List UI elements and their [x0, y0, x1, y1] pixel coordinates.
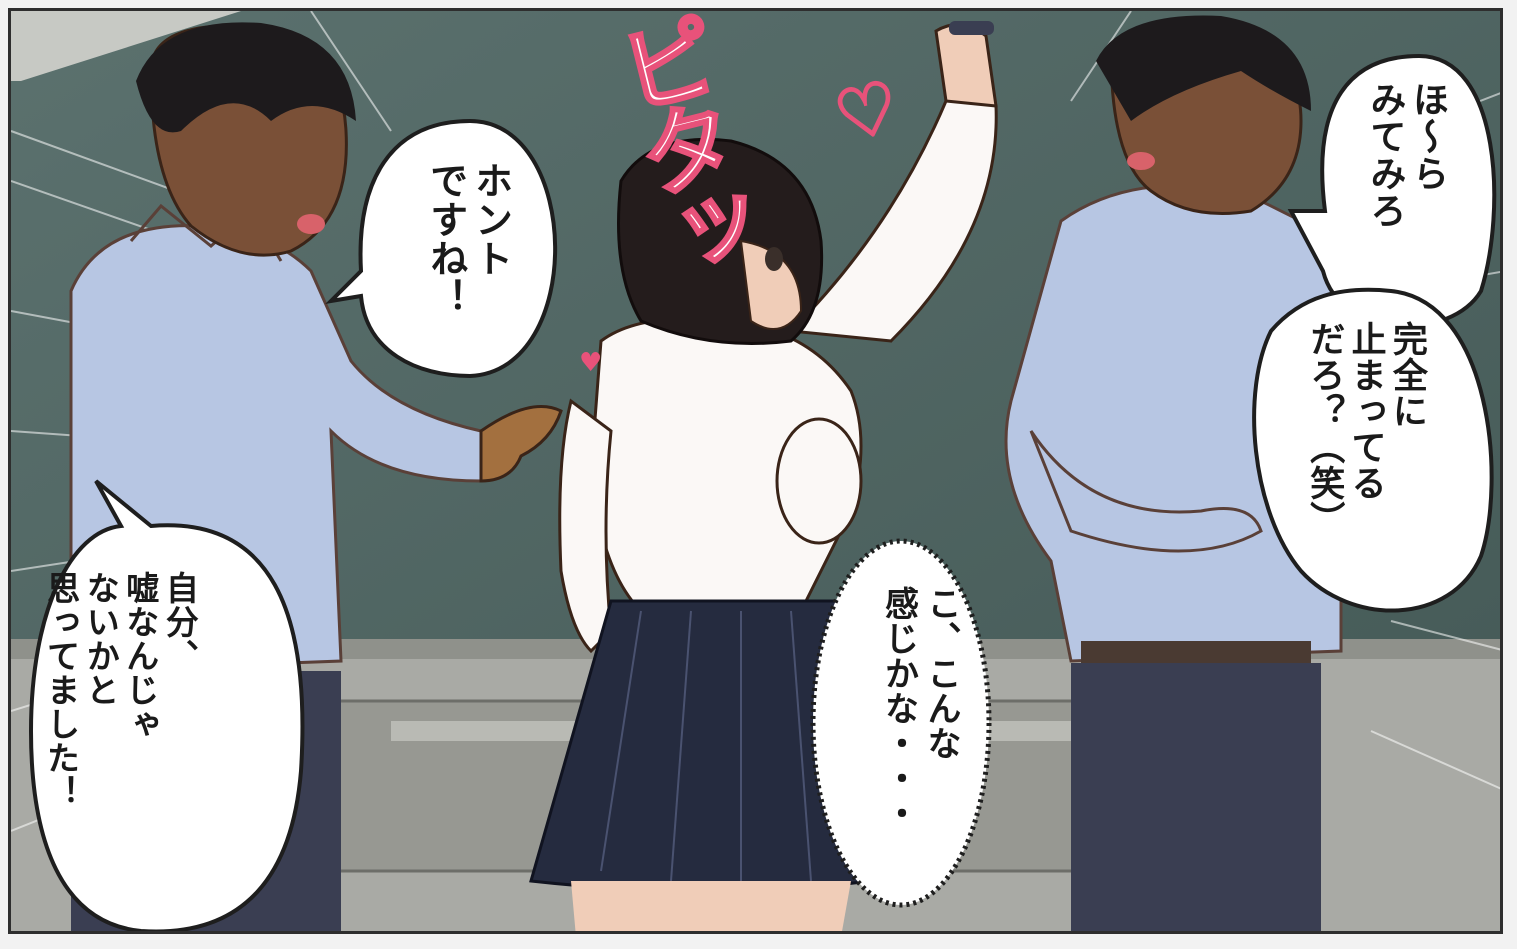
speech-left-boy: ホント ですね！ [423, 161, 513, 317]
bubble-shape-right-boy-2 [1252, 287, 1494, 613]
speech-girl-thought: こ、こんな 感じかな・・・ [878, 586, 962, 831]
bubble-shape-left-boy [325, 118, 558, 379]
manga-scene: ♥ [11, 11, 1500, 931]
bubble-shape-left-boy-2 [28, 479, 305, 931]
girl: ♥ [529, 21, 998, 931]
right-boy [1004, 15, 1343, 931]
speech-right-boy-1: ほ〜ら みてみろ [1364, 81, 1448, 229]
bubble-shape-girl-thought [810, 538, 992, 908]
heart-icon: ♥ [579, 348, 602, 378]
wall-edge [11, 11, 241, 81]
speech-left-boy-2: 自分、 嘘なんじゃ ないかと 思ってました！ [41, 571, 200, 809]
manga-panel: ♥ ピタッ ♡ ホント ですね！ ほ〜ら みてみろ 完全に 止まってる だろ？（… [8, 8, 1503, 934]
speech-right-boy-2: 完全に 止まってる だろ？（笑） [1304, 321, 1427, 537]
